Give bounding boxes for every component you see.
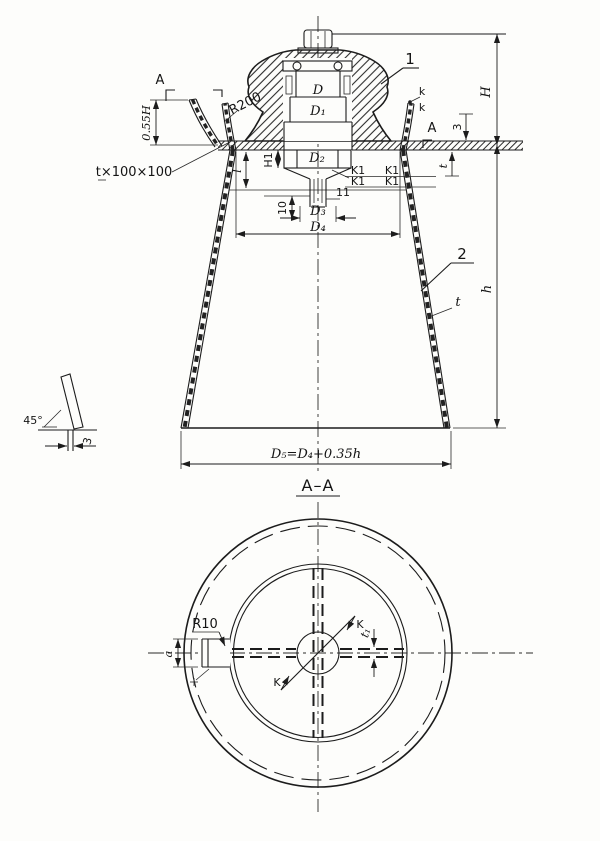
dim-a: a — [161, 638, 198, 668]
section-marker-a-left: A — [156, 73, 223, 101]
hub-circle — [296, 631, 340, 675]
part-2-callout: 2 — [420, 245, 474, 292]
internal-webs — [232, 568, 404, 738]
dim-R10-label: R10 — [192, 617, 218, 632]
weld-k-bottom-label: k — [419, 101, 426, 114]
dim-deck-thickness: t — [436, 152, 459, 177]
dim-D2-label: D₂ — [308, 151, 325, 166]
dim-h-label: h — [480, 285, 495, 293]
part-2-label: 2 — [457, 245, 467, 263]
dim-D4: D₄ — [235, 152, 401, 238]
cap-casting: D D₁ — [243, 49, 393, 142]
weld-k1-label-1: K1 — [351, 164, 365, 177]
dim-l: l — [230, 152, 250, 188]
bracket-spec: t×100×100 — [96, 142, 229, 181]
weld-k1-label-4: K1 — [385, 175, 399, 188]
part-1-label: 1 — [405, 50, 415, 68]
base-circle — [183, 518, 453, 788]
dim-H1: H1 — [262, 150, 282, 168]
dim-t1-label: t₁ — [357, 626, 373, 639]
deck-bushing: D₂ — [264, 149, 352, 208]
washer-ball-right — [333, 61, 343, 71]
section-k-bottom-label: K — [273, 676, 281, 689]
dim-R200-label: R200 — [227, 90, 264, 119]
bracket-spec-label: t×100×100 — [96, 165, 173, 180]
dim-t-deck-label: t — [436, 163, 450, 168]
part-1-callout: 1 — [380, 50, 419, 85]
dim-t-shell-label: t — [455, 295, 461, 310]
weld-k-top-label: k — [419, 85, 426, 98]
shell-flare-left — [221, 102, 237, 151]
dim-H: H — [479, 34, 501, 145]
washer-plate — [282, 60, 353, 72]
dim-shell-thickness: t — [428, 295, 461, 318]
weld-gap-label: 3 — [80, 436, 94, 446]
dim-D5: D₅=D₄+0.35h — [180, 431, 452, 469]
dim-055H-label: 0.55H — [139, 104, 153, 141]
cone-shell — [180, 149, 451, 429]
dim-a-label: a — [161, 650, 175, 657]
dim-D3: D₃ — [280, 204, 356, 222]
cap-cavity — [283, 58, 352, 141]
dim-D-label: D — [312, 83, 324, 98]
dim-l-label: l — [230, 169, 244, 173]
section-view-aa: A–A R10 — [148, 476, 533, 812]
dim-R10: R10 — [192, 617, 226, 647]
dim-D5-label: D₅=D₄+0.35h — [270, 447, 361, 462]
main-elevation-view: D D₁ — [23, 16, 523, 473]
thread-bushing-left — [285, 75, 293, 95]
section-k-top-label: K — [356, 618, 364, 631]
deck-plate — [218, 140, 523, 151]
dim-H-label: H — [479, 86, 494, 99]
r200-bracket — [188, 98, 223, 148]
section-title-label: A–A — [302, 476, 335, 495]
washer-ball-left — [292, 61, 302, 71]
weld-k1-label-2: K1 — [351, 175, 365, 188]
base-hidden-circle — [190, 525, 446, 781]
dim-h: h — [453, 145, 506, 429]
section-marker-a-right: A — [422, 121, 437, 148]
dim-10-label: 10 — [276, 201, 289, 215]
dim-deck-gap: 3 — [451, 113, 473, 140]
weld-edge-detail: 45° 3 — [23, 373, 97, 451]
dim-D4-label: D₄ — [309, 220, 326, 235]
weld-mark-k: k k — [408, 85, 426, 114]
thread-bushing-right — [343, 75, 351, 95]
dim-D3-label: D₃ — [309, 204, 326, 219]
section-kk-line: K K — [273, 615, 364, 691]
keyway-slot — [200, 638, 230, 668]
dim-H1-label: H1 — [262, 152, 275, 167]
dim-10: 10 — [276, 196, 296, 219]
weld-k1-marks: K1 K1 K1 K1 — [331, 164, 436, 188]
section-a-right-label: A — [428, 121, 437, 136]
dim-D1-label: D₁ — [309, 104, 326, 119]
section-title: A–A — [296, 476, 340, 497]
dim-R200: R200 — [223, 90, 264, 123]
dim-t1: t₁ — [357, 626, 378, 677]
weld-angle-label: 45° — [23, 414, 43, 427]
shell-inner-circle — [232, 567, 404, 739]
dim-3-deck-label: 3 — [451, 124, 464, 131]
dim-055H: 0.55H — [139, 99, 218, 146]
section-a-left-label: A — [156, 73, 165, 88]
keyway-leader — [190, 668, 210, 686]
weld-k1-label-3: K1 — [385, 164, 399, 177]
dim-11-label: 11 — [336, 186, 350, 199]
